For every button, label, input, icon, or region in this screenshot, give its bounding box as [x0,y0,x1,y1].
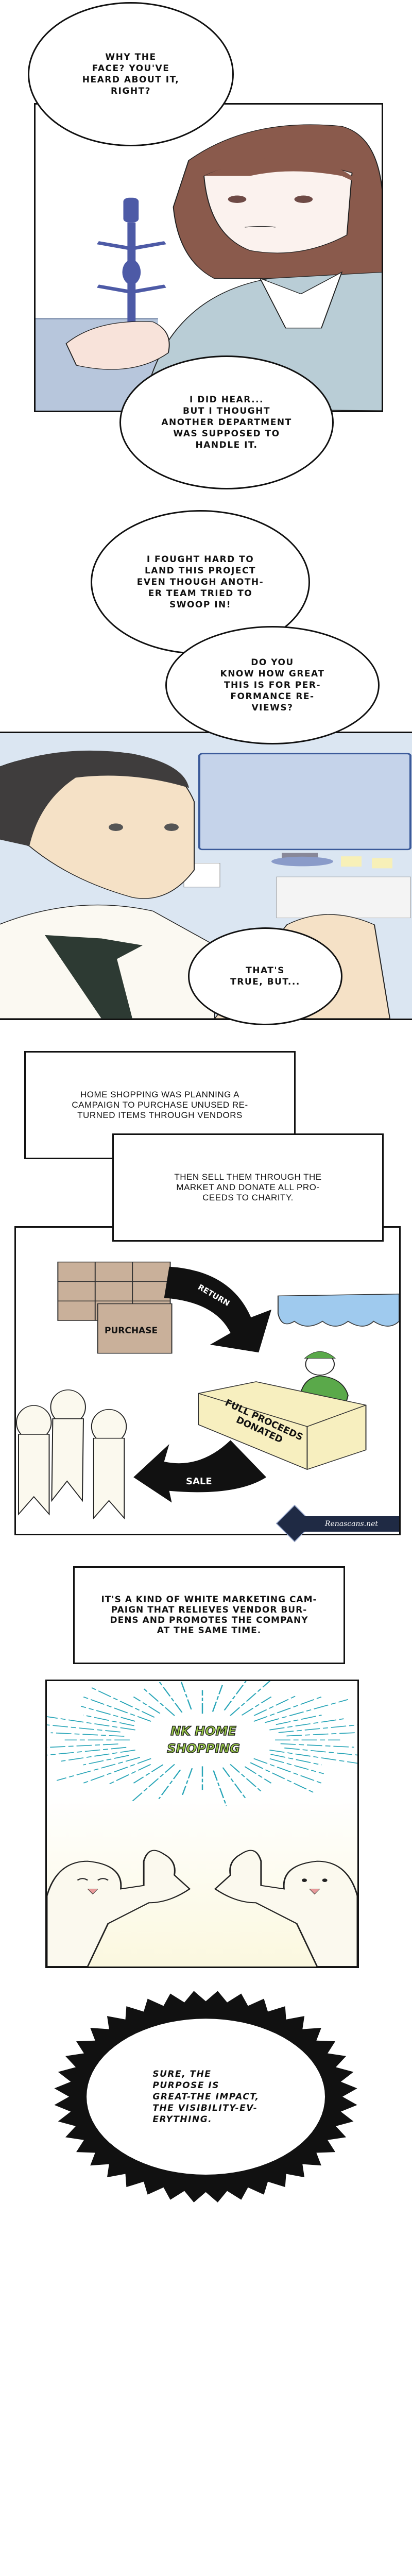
ray-line [264,1699,349,1723]
sale-label: SALE [186,1476,212,1487]
ray-line [83,1755,129,1766]
ray-line [133,1764,164,1784]
diagram-illustration [16,1261,399,1520]
ray-line [230,1764,262,1792]
ray-line [278,1724,357,1733]
ray-line [213,1770,227,1806]
ray-line [180,1681,192,1710]
ray-line [47,1716,135,1731]
shout-interior [87,2019,325,2175]
ray-line [131,1764,175,1802]
people-figures [16,1389,127,1520]
watermark-badge: Renascans.net [273,1504,401,1543]
ray-line [133,1696,161,1714]
speech-text-4: DO YOU KNOW HOW GREAT THIS IS FOR PER- F… [220,657,325,713]
narration-text-2: THEN SELL THEM THROUGH THE MARKET AND DO… [174,1172,322,1202]
ray-line [270,1754,322,1766]
ray-line [286,1732,357,1737]
speech-bubble-4: DO YOU KNOW HOW GREAT THIS IS FOR PER- F… [165,626,380,744]
speech-bubble-5: THAT'S TRUE, BUT... [188,927,342,1025]
ray-line [269,1758,324,1774]
speech-bubble-1: WHY THE FACE? YOU'VE HEARD ABOUT IT, RIG… [28,2,234,146]
ray-line [56,1757,141,1781]
panel-diagram: PURCHASE RETURN FULL PROCEEDS DONATED SA… [14,1226,401,1535]
ray-line [109,1764,151,1785]
return-arrow [164,1266,271,1353]
ray-line [158,1769,181,1799]
narration-text-1: HOME SHOPPING WAS PLANNING A CAMPAIGN TO… [72,1090,248,1120]
ray-line [253,1758,322,1784]
ray-line [230,1681,271,1716]
speech-text-5: THAT'S TRUE, BUT... [230,965,300,987]
purchase-label: PURCHASE [105,1326,158,1336]
ray-line [83,1758,151,1784]
narration-box-3: IT'S A KIND OF WHITE MARKETING CAM- PAIG… [73,1566,345,1664]
ray-line [212,1685,223,1712]
ray-line [182,1768,193,1795]
ray-line [222,1767,247,1799]
ray-line [47,1743,118,1748]
ray-line [284,1747,357,1756]
ray-line [253,1696,296,1716]
ray-line [253,1696,322,1722]
ray-line [47,1747,127,1756]
ray-line [83,1715,134,1726]
ray-line [47,1724,121,1733]
comic-page: WHY THE FACE? YOU'VE HEARD ABOUT IT, RIG… [0,2,412,2205]
ray-line [224,1681,247,1711]
speech-bubble-2: I DID HEAR... BUT I THOUGHT ANOTHER DEPA… [119,355,334,489]
speech-text-3: I FOUGHT HARD TO LAND THIS PROJECT EVEN … [136,554,264,610]
ray-line [241,1696,272,1716]
ray-line [83,1696,151,1722]
sale-arrow [133,1440,267,1503]
radiating-lines [47,1681,357,1806]
ray-line [276,1715,322,1725]
stacked-boxes [57,1261,173,1354]
ray-line [250,1762,315,1793]
shout-bubble: SURE, THE PURPOSE IS GREAT-THE IMPACT, T… [52,1989,360,2205]
ray-line [90,1687,155,1718]
narration-box-2: THEN SELL THEM THROUGH THE MARKET AND DO… [112,1133,384,1242]
awning [277,1293,399,1327]
ray-line [50,1732,125,1737]
ray-line [80,1706,135,1722]
panel-nk-home-shopping: NK HOME SHOPPING [45,1680,359,1968]
speech-text-2: I DID HEAR... BUT I THOUGHT ANOTHER DEPA… [161,395,292,450]
ray-line [158,1681,183,1713]
coat-rack [96,197,166,322]
ray-line [280,1743,354,1748]
thumbs-up-figures [47,1850,357,1967]
speech-text-1: WHY THE FACE? YOU'VE HEARD ABOUT IT, RIG… [82,52,180,96]
shout-text: SURE, THE PURPOSE IS GREAT-THE IMPACT, T… [152,2069,260,2125]
shout-bubble-outline [54,1991,357,2202]
ray-line [143,1688,175,1716]
ray-line [61,1750,135,1762]
watermark-text: Renascans.net [324,1520,379,1528]
donation-box [198,1381,367,1470]
nk-home-shopping-logo: NK HOME SHOPPING [166,1723,240,1756]
watermark-banner: Renascans.net [304,1516,399,1532]
ray-line [269,1718,344,1731]
ray-line [269,1750,357,1764]
narration-text-3: IT'S A KIND OF WHITE MARKETING CAM- PAIG… [101,1595,317,1636]
ray-line [244,1766,272,1784]
